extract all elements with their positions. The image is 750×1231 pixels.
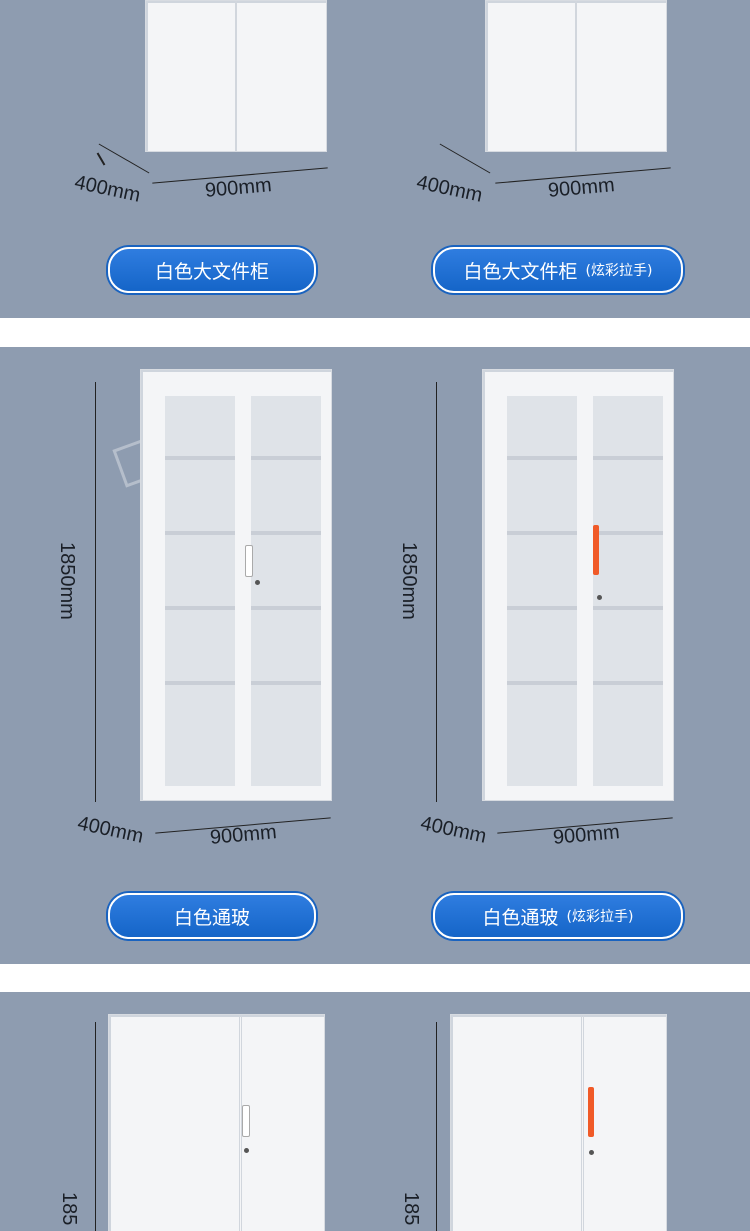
- depth-label: 400mm: [72, 171, 143, 207]
- cabinet-door-right: [583, 1015, 666, 1231]
- width-label: 900mm: [204, 174, 273, 202]
- glass-door-left: [159, 390, 241, 792]
- variant-sublabel: (炫彩拉手): [566, 909, 634, 925]
- cabinet-image-left: [145, 0, 327, 152]
- cabinet-image-right: [450, 1014, 667, 1231]
- height-label: 185: [400, 1192, 422, 1226]
- width-label: 900mm: [552, 821, 621, 849]
- glass-door-right: [245, 390, 327, 792]
- lock-icon: [597, 595, 602, 600]
- width-label: 900mm: [547, 174, 616, 202]
- lock-icon: [244, 1148, 249, 1153]
- cabinet-image-right: [485, 0, 667, 152]
- product-panel-solid-door: 400mm 900mm 400mm 900mm 白色大文件柜 白色大文件柜 (炫…: [0, 0, 750, 318]
- depth-label: 400mm: [418, 812, 489, 848]
- width-label: 900mm: [209, 821, 278, 849]
- cabinet-door-right: [575, 1, 666, 151]
- depth-label: 400mm: [75, 812, 146, 848]
- variant-sublabel: (炫彩拉手): [585, 263, 653, 279]
- variant-label-pill: 白色通玻 (炫彩拉手): [433, 893, 683, 939]
- variant-label: 白色大文件柜: [463, 260, 578, 283]
- variant-label-pill: 白色大文件柜 (炫彩拉手): [433, 247, 683, 293]
- cabinet-door-left: [146, 1, 237, 151]
- cabinet-image-left: [108, 1014, 325, 1231]
- variant-label-pill: 白色大文件柜: [108, 247, 316, 293]
- variant-label: 白色通玻: [173, 906, 250, 929]
- cabinet-door-left: [154, 1015, 240, 1231]
- door-handle: [593, 525, 599, 575]
- cabinet-door-left: [486, 1, 577, 151]
- door-handle: [588, 1087, 594, 1137]
- depth-label: 400mm: [414, 171, 485, 207]
- height-label: 1850mm: [398, 542, 420, 620]
- lock-icon: [255, 580, 260, 585]
- door-handle: [245, 545, 253, 577]
- variant-label: 白色大文件柜: [154, 260, 269, 283]
- glass-door-right: [587, 390, 669, 792]
- cabinet-door-left: [496, 1015, 582, 1231]
- variant-label-pill: 白色通玻: [108, 893, 316, 939]
- door-handle: [242, 1105, 250, 1137]
- lock-icon: [589, 1150, 594, 1155]
- variant-label: 白色通玻: [482, 906, 559, 929]
- cabinet-image-left: [140, 369, 332, 801]
- cabinet-door-right: [235, 1, 326, 151]
- product-panel-glass-door: 1850mm 400mm 900mm 1850mm 400mm 900mm 白色…: [0, 347, 750, 964]
- height-label: 1850mm: [56, 542, 78, 620]
- cabinet-door-right: [241, 1015, 324, 1231]
- height-label: 185: [58, 1192, 80, 1226]
- product-panel-half-height: 185 185: [0, 992, 750, 1231]
- cabinet-image-right: [482, 369, 674, 801]
- glass-door-left: [501, 390, 583, 792]
